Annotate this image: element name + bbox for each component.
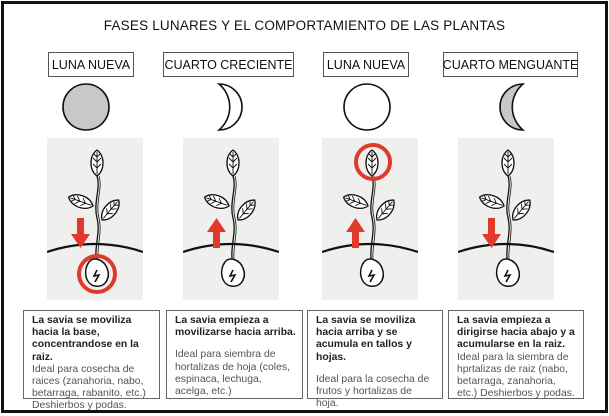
full-moon-white-icon — [343, 83, 391, 131]
seed-icon — [220, 258, 245, 287]
plant-illustration-3 — [322, 138, 418, 300]
plant-illustration-2 — [183, 138, 279, 300]
plant-illustration-4 — [458, 138, 554, 300]
plant-illustration-1 — [47, 138, 143, 300]
phase-description-1: La savia se moviliza hacia la base, conc… — [23, 310, 160, 411]
description-bold: La savia se moviliza hacia arriba y se a… — [316, 315, 416, 363]
waning-crescent-icon — [499, 83, 526, 131]
ground-line — [183, 242, 279, 254]
highlight-circle — [77, 254, 117, 294]
full-moon-gray-icon — [62, 83, 110, 131]
phase-description-3: La savia se moviliza hacia arriba y se a… — [307, 310, 443, 409]
arrow-up-icon — [207, 218, 226, 248]
arrow-down-icon — [71, 218, 90, 248]
description-bold: La savia se moviliza hacia la base, conc… — [32, 315, 139, 363]
description-bold: La savia empieza a dirigirse hacia abajo… — [457, 315, 575, 351]
seed-icon — [495, 258, 520, 287]
phase-label-cuarto-creciente: CUARTO CRECIENTE — [163, 52, 294, 77]
arrow-up-icon — [346, 218, 365, 248]
waxing-crescent-icon — [216, 83, 243, 131]
arrow-down-icon — [482, 218, 501, 248]
ground-line — [322, 242, 418, 254]
description-text: Ideal para siembra de hortalizas de hoja… — [175, 349, 290, 398]
phase-label-luna-nueva-2: LUNA NUEVA — [323, 52, 409, 77]
phase-label-cuarto-menguante: CUARTO MENGUANTE — [443, 52, 578, 77]
highlight-circle — [354, 143, 392, 181]
description-text: Ideal para cosecha de raices (zanahoria,… — [32, 363, 146, 412]
seed-icon — [359, 258, 384, 287]
phase-label-luna-nueva: LUNA NUEVA — [48, 52, 134, 77]
page-title: FASES LUNARES Y EL COMPORTAMIENTO DE LAS… — [103, 18, 506, 33]
description-bold: La savia empieza a movilizarse hacia arr… — [175, 315, 296, 339]
seed-icon — [84, 258, 109, 287]
phase-description-4: La savia empieza a dirigirse hacia abajo… — [448, 310, 584, 399]
ground-line — [458, 242, 554, 254]
phase-description-2: La savia empieza a movilizarse hacia arr… — [166, 310, 303, 399]
description-text: Ideal para la siembra de hprtalizas de r… — [457, 351, 575, 400]
ground-line — [47, 242, 143, 254]
description-text: Ideal para la cosecha de frutos y hortal… — [316, 373, 430, 410]
